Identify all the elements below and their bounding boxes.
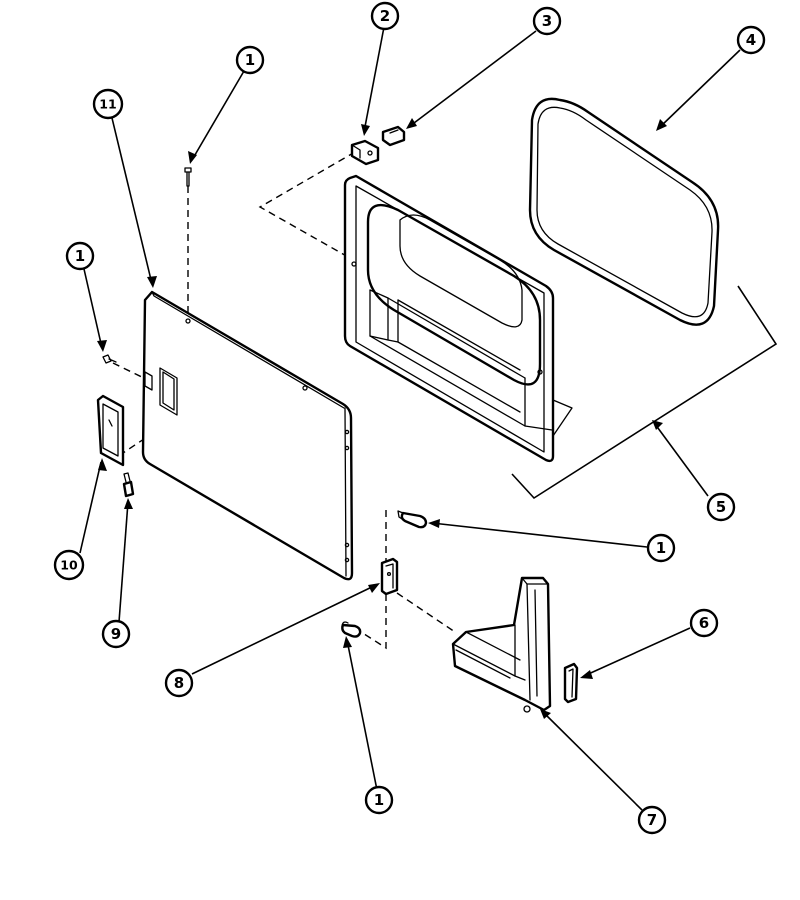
callout-label: 1 [75,247,85,265]
door-outer-panel [141,290,354,581]
callout-7: 7 [637,805,667,835]
callout-label: 9 [111,625,121,643]
hinge-clip [381,125,406,147]
hinge-screw-lower [341,621,362,638]
callout-label: 7 [647,811,657,829]
arrowheads [97,118,667,719]
callout-1-top: 1 [235,45,265,75]
callout-label: 1 [374,791,384,809]
callout-1-bottom: 1 [364,785,394,815]
callout-1-right: 1 [646,533,676,563]
door-side-bracket [451,576,552,713]
handle-screw [122,472,135,498]
callout-1-left: 1 [65,241,95,271]
callout-label: 4 [746,31,756,49]
stop-bracket [563,662,579,704]
hinge-screw-upper [397,510,428,529]
callout-2: 2 [370,1,400,31]
callout-5: 5 [706,492,736,522]
door-handle [96,394,125,467]
callout-label: 1 [245,51,255,69]
inner-door-frame [343,174,573,463]
callout-label: 1 [656,539,666,557]
callout-label: 2 [380,7,390,25]
hinge-bracket [350,139,380,166]
callout-label: 8 [174,674,184,692]
panel-screw-left [102,354,117,364]
door-hinge [380,557,399,596]
callout-10: 10 [53,549,85,581]
callout-label: 10 [60,558,78,573]
callout-label: 6 [699,614,709,632]
panel-screw-top [184,167,192,187]
callout-3: 3 [532,6,562,36]
callout-9: 9 [101,619,131,649]
callout-label: 3 [542,12,552,30]
callout-8: 8 [164,668,194,698]
callout-4: 4 [736,25,766,55]
callout-11: 11 [92,88,124,120]
callout-label: 11 [99,97,116,112]
door-gasket [528,97,720,326]
callout-6: 6 [689,608,719,638]
leader-lines [79,26,741,811]
callout-label: 5 [716,498,726,516]
